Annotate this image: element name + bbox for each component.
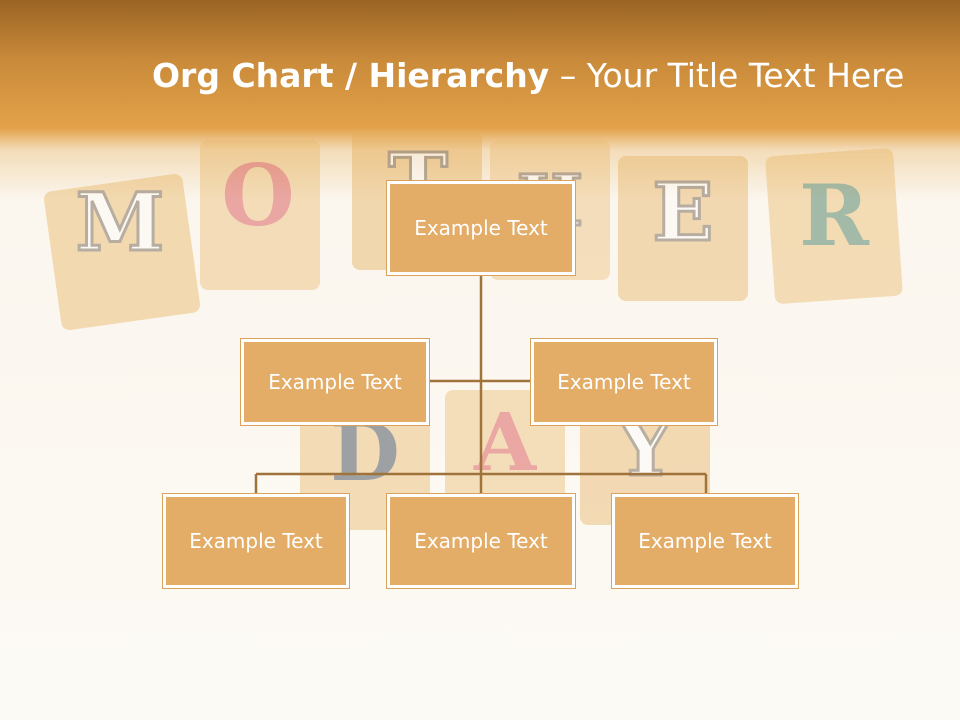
org-assistant-right-node[interactable]: Example Text	[531, 339, 717, 425]
block-o: O	[200, 140, 320, 290]
svg-text:R: R	[799, 166, 870, 265]
title-main: Org Chart / Hierarchy	[152, 56, 550, 95]
org-child-node-3[interactable]: Example Text	[612, 494, 798, 588]
org-child-label-1: Example Text	[189, 529, 323, 553]
org-child-node-1[interactable]: Example Text	[163, 494, 349, 588]
org-assistant-left-node[interactable]: Example Text	[241, 339, 429, 425]
block-e: E	[618, 156, 748, 301]
block-r: R	[765, 148, 903, 304]
org-root-label: Example Text	[414, 216, 548, 240]
org-assistant-left-label: Example Text	[268, 370, 402, 394]
svg-text:O: O	[221, 146, 294, 245]
org-assistant-right-label: Example Text	[557, 370, 691, 394]
svg-text:M: M	[76, 175, 165, 269]
block-m: M	[43, 174, 201, 331]
org-child-label-2: Example Text	[414, 529, 548, 553]
org-root-node[interactable]: Example Text	[387, 181, 575, 275]
slide-title: Org Chart / Hierarchy – Your Title Text …	[152, 52, 904, 102]
title-dash: –	[549, 56, 587, 95]
title-subtitle: Your Title Text Here	[586, 56, 905, 95]
svg-text:E: E	[653, 165, 714, 259]
org-child-label-3: Example Text	[638, 529, 772, 553]
org-child-node-2[interactable]: Example Text	[387, 494, 575, 588]
